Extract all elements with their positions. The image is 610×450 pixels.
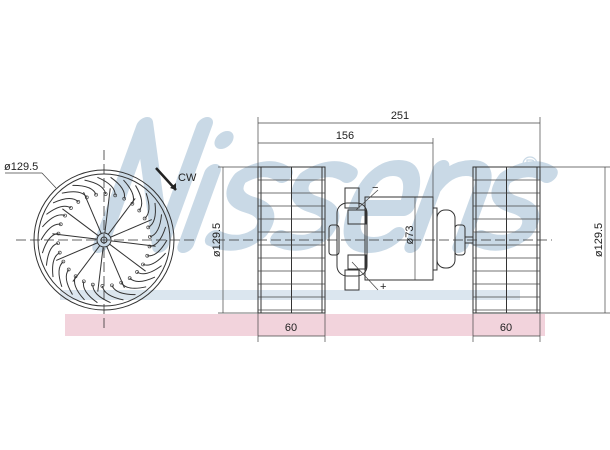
fan-blade <box>136 265 162 275</box>
blue-band <box>60 290 520 300</box>
fan-spoke <box>97 246 104 292</box>
fan-front-view <box>16 150 195 330</box>
fan-blade <box>45 242 59 266</box>
blade-tip <box>90 282 95 287</box>
fan-spoke <box>55 242 98 261</box>
motor-diameter-label: ø73 <box>404 226 416 245</box>
fan-spoke <box>109 243 146 272</box>
overall-length-dimension: 251 <box>391 110 409 122</box>
blade-tip <box>94 192 98 197</box>
blade-tip <box>145 253 150 258</box>
fan-blade <box>129 276 156 282</box>
blade-tip <box>76 199 81 204</box>
fan-blade <box>120 282 147 289</box>
fan-spoke <box>107 198 136 235</box>
blade-tip <box>103 192 108 196</box>
fan-blade <box>52 198 79 204</box>
fan-spoke <box>110 219 153 238</box>
left-wheel-diameter-dimension: ø129.5 <box>211 223 223 257</box>
blade-tip <box>100 284 105 288</box>
fan-spoke <box>110 240 156 247</box>
fan-spoke <box>83 191 102 234</box>
blade-tip <box>110 283 114 288</box>
fan-blade <box>135 185 143 211</box>
pink-band <box>65 314 545 336</box>
blade-tip <box>122 196 127 201</box>
blade-tip <box>81 279 86 284</box>
blade-tip <box>148 234 152 239</box>
blade-tip <box>57 250 62 255</box>
blade-tip <box>127 276 132 281</box>
blade-tip <box>135 270 139 274</box>
right-wheel-diameter-dimension: ø129.5 <box>593 223 605 257</box>
blade-tip <box>147 244 152 249</box>
blade-tip <box>58 222 63 227</box>
blade-tip <box>137 208 142 213</box>
blade-tip <box>141 262 145 267</box>
terminal-negative-label: − <box>372 182 378 194</box>
blade-tip <box>56 231 61 236</box>
fan-spoke <box>62 208 99 237</box>
blade-tip <box>142 216 147 221</box>
rotation-arrowhead-icon <box>170 183 176 190</box>
fan-blade <box>46 205 72 215</box>
blade-tip <box>113 193 118 198</box>
side-view <box>215 166 552 314</box>
fan-spoke <box>106 246 125 289</box>
fan-spoke <box>52 233 98 240</box>
blade-tip <box>66 267 71 272</box>
fan-spoke <box>104 188 111 234</box>
left-wheel-width-dimension: 60 <box>285 322 297 334</box>
fan-spoke <box>72 245 101 282</box>
motor-flange <box>336 202 368 277</box>
blade-tip <box>69 206 73 210</box>
motor-offset-dimension: 156 <box>336 130 354 142</box>
front-diameter-label: ø129.5 <box>4 161 38 173</box>
fan-blade <box>61 191 88 198</box>
blade-tip <box>61 259 66 264</box>
terminal-positive-label: + <box>380 281 386 293</box>
blade-tip <box>146 225 151 230</box>
blade-tip <box>63 213 67 218</box>
fan-blade <box>58 261 64 287</box>
right-wheel-width-dimension: 60 <box>500 322 512 334</box>
rotation-label: CW <box>178 172 197 184</box>
blade-tip <box>56 241 60 246</box>
